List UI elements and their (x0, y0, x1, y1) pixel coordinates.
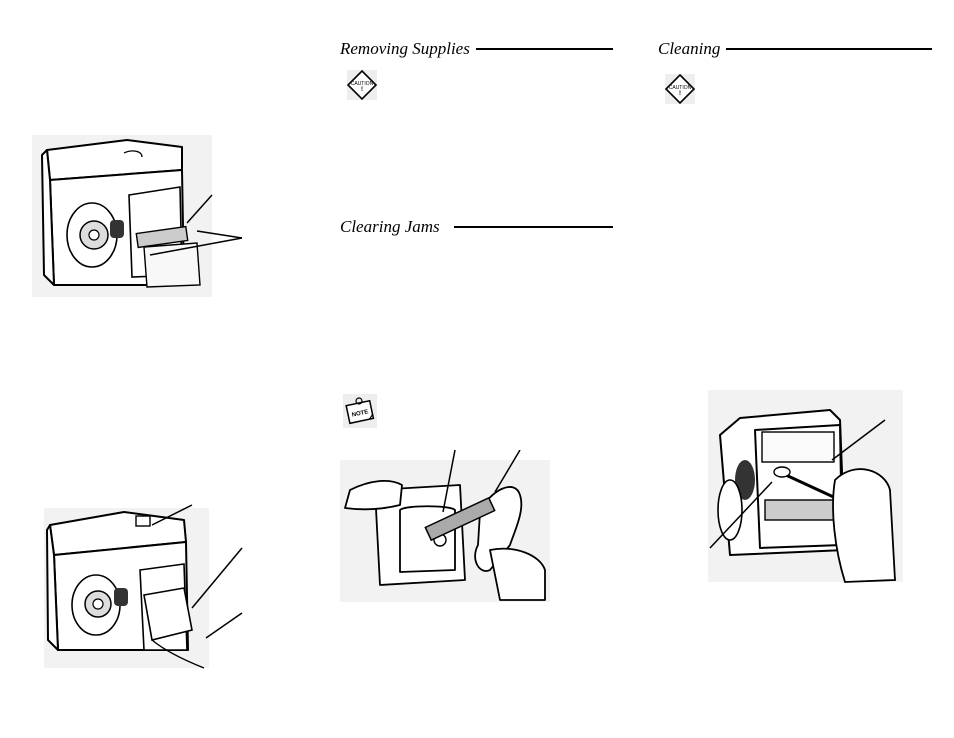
clearing-jams-heading: Clearing Jams (340, 217, 613, 237)
heading-rule (726, 48, 932, 50)
printer-label-exit-illustration (44, 504, 243, 669)
note-icon: NOTE (343, 394, 377, 428)
caution-icon: CAUTION ! (346, 69, 378, 101)
removing-supplies-heading: Removing Supplies (340, 39, 613, 59)
clearing-jam-illustration (340, 450, 550, 602)
removing-supplies-title: Removing Supplies (340, 39, 470, 58)
cleaning-illustration (708, 390, 903, 583)
printer-supplies-illustration (32, 135, 243, 297)
caution-mark: ! (361, 87, 363, 93)
caution-icon: CAUTION ! (664, 73, 696, 105)
heading-rule (475, 48, 613, 50)
note-label: NOTE (351, 409, 369, 418)
cleaning-title: Cleaning (658, 39, 721, 58)
heading-rule (453, 226, 613, 228)
caution-mark: ! (679, 91, 681, 97)
caution-label: CAUTION (351, 81, 374, 87)
cleaning-heading: Cleaning (658, 39, 932, 59)
clearing-jams-title: Clearing Jams (340, 217, 440, 236)
caution-label: CAUTION (669, 85, 692, 91)
